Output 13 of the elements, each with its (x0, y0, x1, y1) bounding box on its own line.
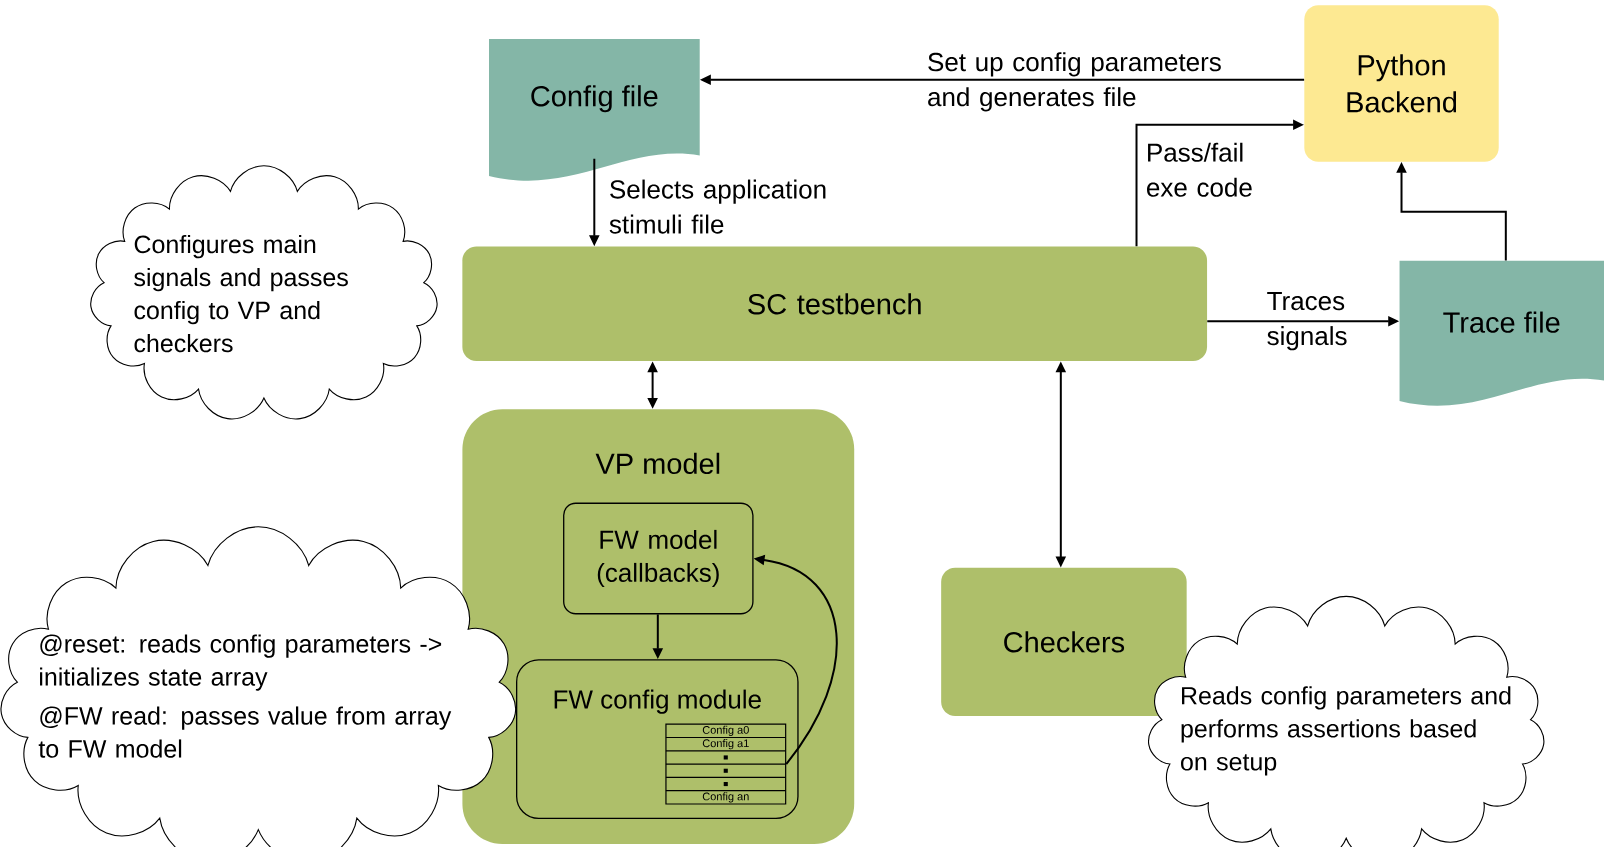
process-box: Python Backend (1304, 5, 1499, 162)
note-cloud: Configures main signals and passes config to VP and checkers (90, 165, 438, 420)
process-box: SC testbench (462, 246, 1208, 362)
node-label: @reset: reads config parameters -> initializes state array (40, 634, 442, 691)
note-cloud: @reset: reads config parameters -> initializes state array @FW read: passes value from array to FW model (0, 526, 517, 847)
edge-label: Pass/fail exe code (1147, 142, 1252, 197)
node-label: @FW read: passes value from array to FW model (38, 706, 452, 758)
process-box: FW model (callbacks) (563, 502, 754, 615)
array-table: Config a0 Config a1 Config an (665, 723, 787, 805)
edge-label: Set up config parameters and generates file (928, 52, 1221, 112)
edge-label: Traces signals (1267, 292, 1347, 351)
note-cloud: Reads config parameters and performs assertions based on setup (1148, 595, 1545, 847)
edge-label: Selects application stimuli file (609, 179, 826, 234)
